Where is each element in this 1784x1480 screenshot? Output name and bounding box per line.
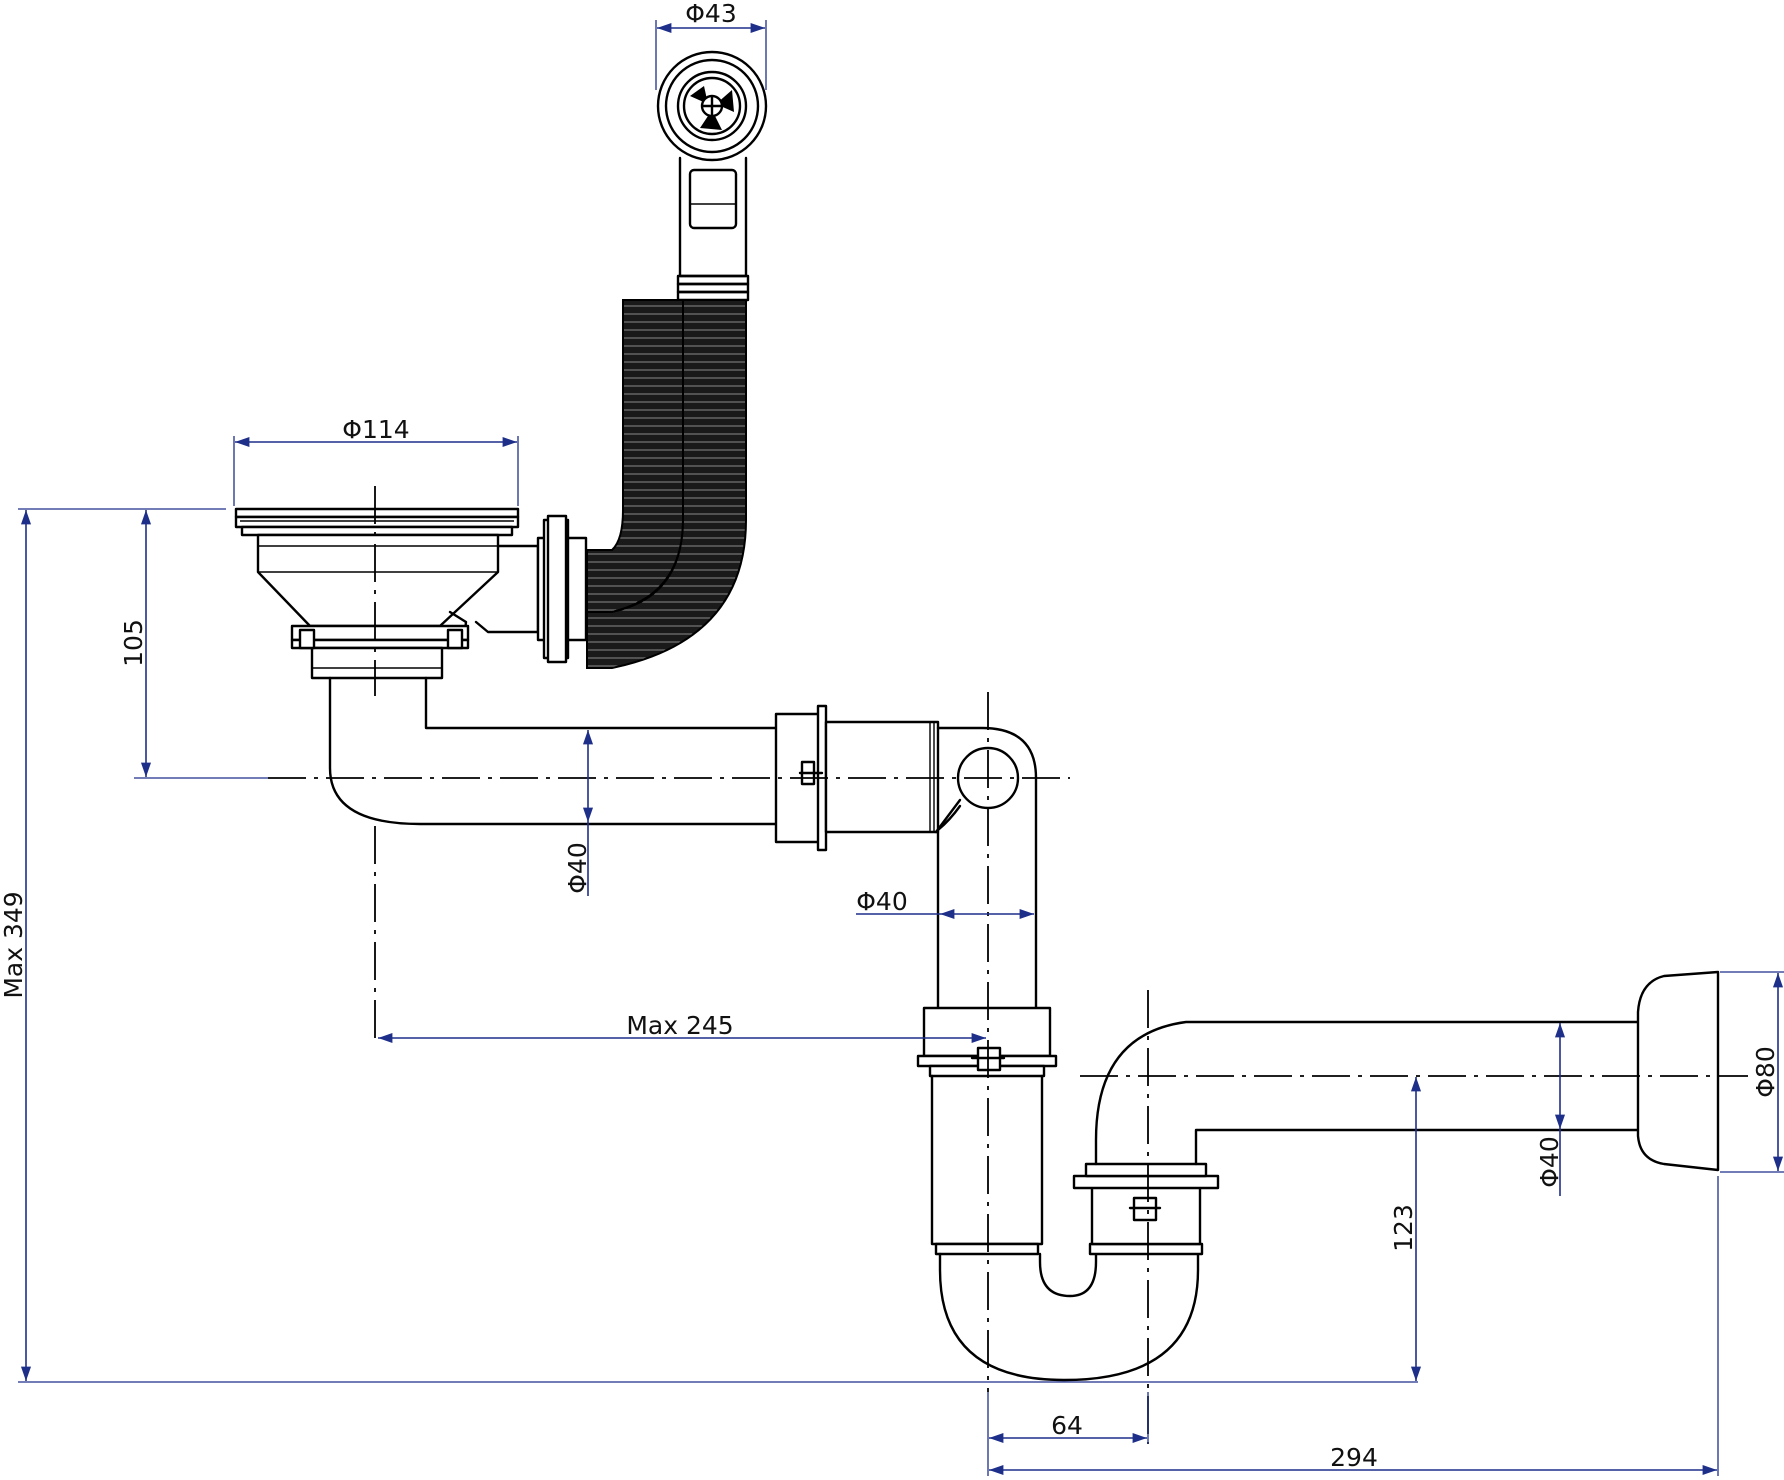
label-wall-flange-diameter: Φ80 bbox=[1751, 1046, 1780, 1098]
flexible-overflow-hose bbox=[586, 299, 747, 669]
label-max-height: Max 349 bbox=[0, 891, 28, 998]
dimension-lines bbox=[18, 20, 1784, 1476]
horizontal-drain-pipe bbox=[328, 676, 940, 852]
label-trap-offset: 64 bbox=[1051, 1411, 1083, 1440]
overflow-head bbox=[656, 50, 768, 302]
u-trap bbox=[938, 1020, 1640, 1382]
wall-flange bbox=[1636, 970, 1720, 1172]
label-horizontal-pipe-diameter: Φ40 bbox=[563, 842, 592, 894]
label-total-width: 294 bbox=[1330, 1443, 1378, 1472]
label-vertical-pipe-diameter: Φ40 bbox=[856, 887, 908, 916]
center-lines bbox=[268, 486, 1748, 1444]
label-strainer-height: 105 bbox=[119, 619, 148, 667]
basket-strainer bbox=[234, 507, 588, 680]
label-max-reach: Max 245 bbox=[626, 1011, 733, 1040]
label-outlet-pipe-diameter: Φ40 bbox=[1535, 1136, 1564, 1188]
vertical-pipe bbox=[916, 726, 1058, 1256]
label-trap-outlet-height: 123 bbox=[1389, 1204, 1418, 1252]
label-overflow-diameter: Φ43 bbox=[685, 0, 737, 28]
label-strainer-diameter: Φ114 bbox=[342, 415, 409, 444]
